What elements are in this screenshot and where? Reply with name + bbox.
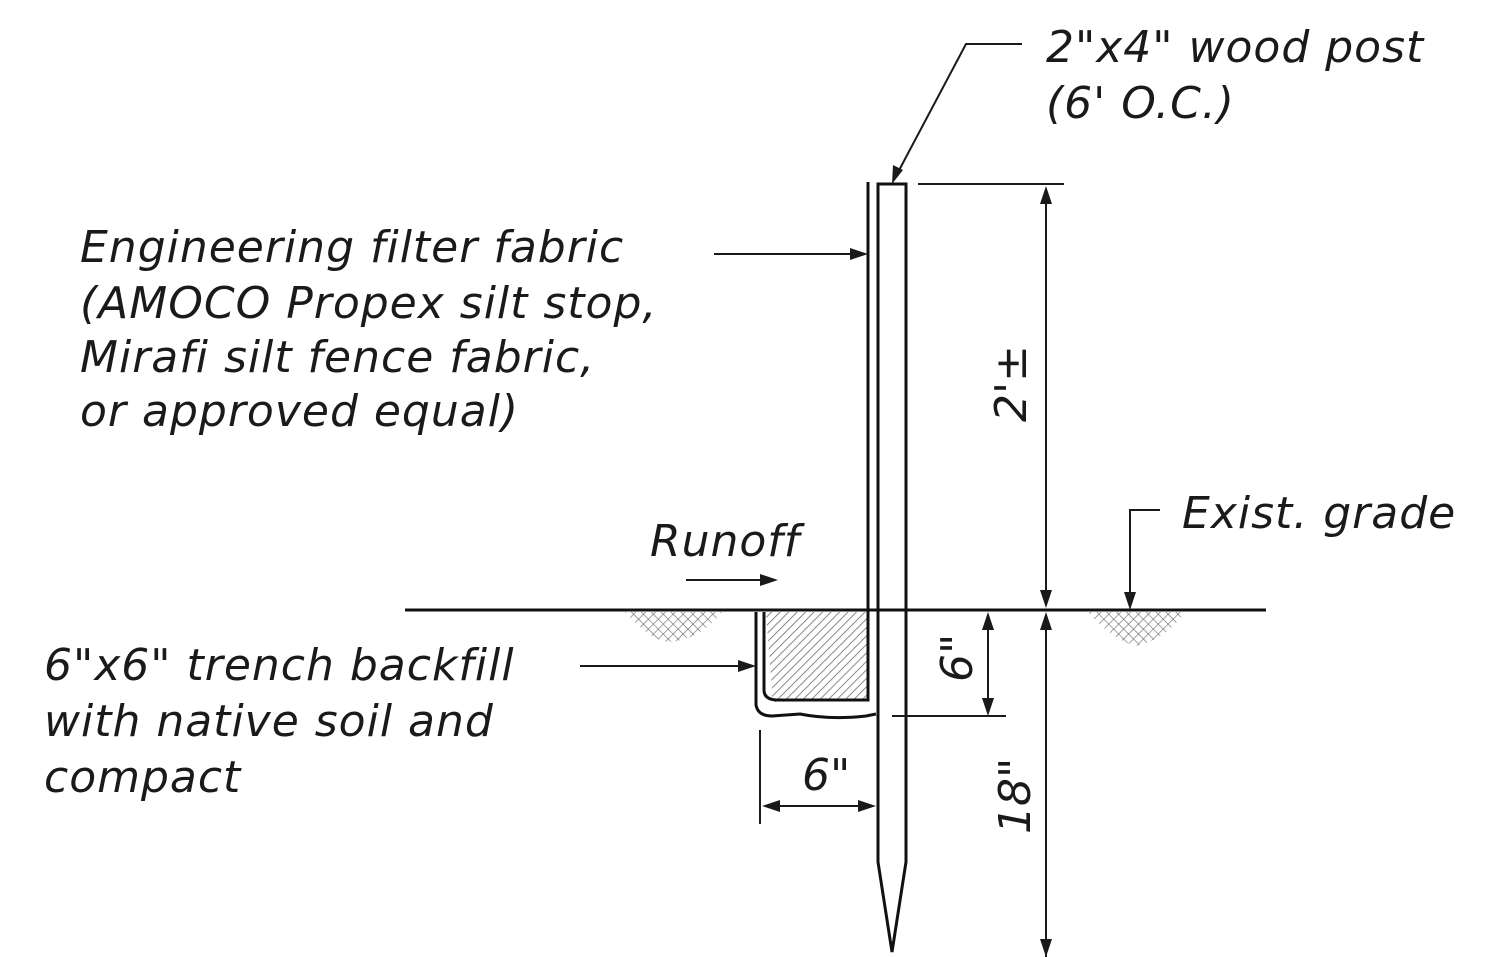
trench-label-line1: 6"x6" trench backfill	[44, 640, 515, 691]
wood-post	[876, 182, 908, 953]
trench-leader-arrow	[738, 660, 756, 672]
dim-above-grade-label: 2'±	[986, 345, 1037, 422]
dim-trench-width-label: 6"	[802, 750, 850, 801]
dim-above-grade-arrow-bottom	[1040, 590, 1052, 608]
soil-patch-right	[1088, 612, 1185, 646]
fabric-label-line3: Mirafi silt fence fabric,	[80, 332, 595, 383]
post-label-line2: (6' O.C.)	[1046, 78, 1235, 129]
post-leader-arrow	[892, 165, 903, 184]
dim-trench-width-arrow-right	[858, 800, 876, 812]
dim-trench-depth-label: 6"	[932, 634, 983, 682]
fabric-label-line2: (AMOCO Propex silt stop,	[80, 278, 657, 329]
grade-label: Exist. grade	[1182, 488, 1456, 539]
post-label-line1: 2"x4" wood post	[1046, 22, 1425, 73]
grade-leader-arrow	[1124, 592, 1136, 610]
dim-trench-width-arrow-left	[762, 800, 780, 812]
grade-leader	[1129, 509, 1160, 600]
dim-trench-depth-arrow-bottom	[982, 698, 994, 716]
fabric-label-line4: or approved equal)	[80, 386, 519, 437]
fabric-leader-arrow	[850, 248, 868, 260]
dim-embedment-label: 18"	[990, 758, 1041, 834]
dim-embedment-arrow-bottom	[1040, 939, 1052, 957]
trench-label-line2: with native soil and	[44, 696, 494, 747]
dim-trench-depth-arrow-top	[982, 612, 994, 630]
filter-fabric	[762, 182, 870, 702]
runoff-arrowhead	[760, 574, 778, 586]
trench-outline	[754, 612, 877, 720]
dim-above-grade-arrow-top	[1040, 186, 1052, 204]
fabric-label-line1: Engineering filter fabric	[80, 222, 624, 273]
trench-label-line3: compact	[44, 752, 242, 803]
post-leader	[895, 43, 1022, 177]
trench-backfill	[756, 612, 868, 702]
runoff-label: Runoff	[650, 516, 806, 567]
dim-embedment-arrow-top	[1040, 612, 1052, 630]
soil-patch-left	[625, 612, 722, 642]
